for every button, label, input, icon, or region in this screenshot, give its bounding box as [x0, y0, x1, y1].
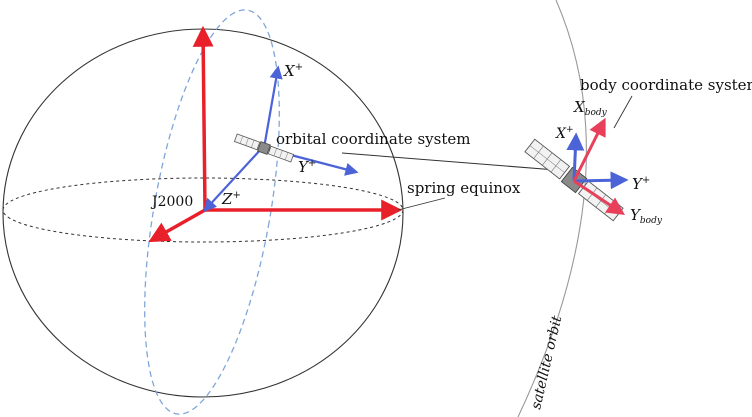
orbital-coordinate-system-label: orbital coordinate system [276, 130, 470, 148]
x-axis-detail-label: X+ [555, 125, 574, 142]
body-y-axis [573, 179, 625, 215]
orbital-y-axis-detail [573, 171, 629, 190]
x-axis-label: X+ [283, 62, 303, 80]
zoom-arrow [341, 152, 558, 173]
x-body-label: Xbody [573, 98, 608, 118]
orbital-x-axis [262, 65, 283, 149]
body-x-axis [572, 117, 606, 182]
body-system-leader [613, 95, 633, 129]
spring-equinox-label: spring equinox [407, 179, 521, 197]
satellite-small [233, 133, 295, 163]
y-axis-detail-label: Y+ [632, 175, 650, 193]
spring-equinox-leader [397, 197, 446, 211]
satellite-orbit-label: satellite orbit [528, 314, 565, 411]
orbit-radius-vector [203, 147, 263, 212]
j2000-label: J2000 [150, 194, 193, 210]
inclined-orbit-ellipse [144, 9, 280, 415]
body-coordinate-system-label: body coordinate system [580, 76, 752, 94]
y-axis-label: Y+ [298, 158, 316, 176]
j2000-y-axis [148, 208, 206, 243]
orbital-x-axis-detail [566, 132, 585, 182]
j2000-z-axis [192, 25, 214, 211]
y-body-label: Ybody [630, 206, 663, 226]
z-axis-label: Z+ [221, 190, 241, 208]
